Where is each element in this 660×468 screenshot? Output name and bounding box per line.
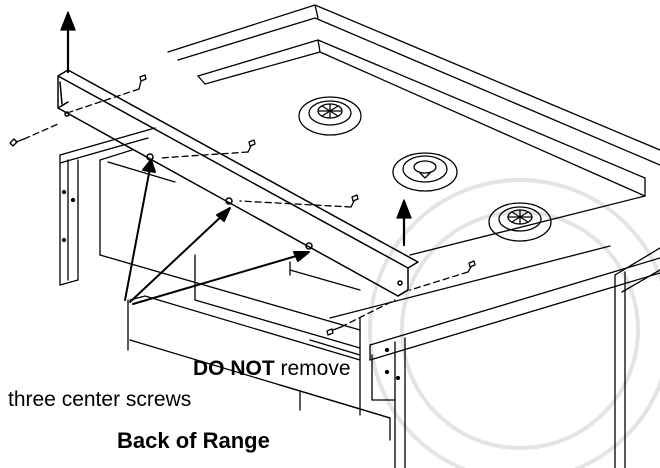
lift-arrow-left-icon [60,11,76,74]
screw-right-top [409,260,476,291]
callout-emphasis: DO NOT [193,357,275,380]
callout-line-2: three center screws [8,388,192,411]
range-front-panel [369,257,660,468]
screw-mid-2 [239,194,359,208]
cooktop-frame [167,4,660,293]
screw-mid-1 [159,139,256,159]
callout-arrows [124,159,310,305]
burner-left [298,96,362,136]
burner-right [488,202,552,242]
rear-trim-strip [57,69,419,297]
lift-arrow-right-icon [396,199,412,247]
screw-left-end [9,123,59,147]
cooktop-panel [197,39,646,319]
diagram-caption: Back of Range [117,428,270,453]
screw-right-bottom [326,299,396,336]
screws [9,74,476,336]
burner-center [392,152,458,192]
screw-top-left [69,74,147,113]
callout-rest: remove [274,357,351,380]
callout-line-1: DO NOT remove [193,357,351,381]
range-back-cabinet [59,127,391,441]
